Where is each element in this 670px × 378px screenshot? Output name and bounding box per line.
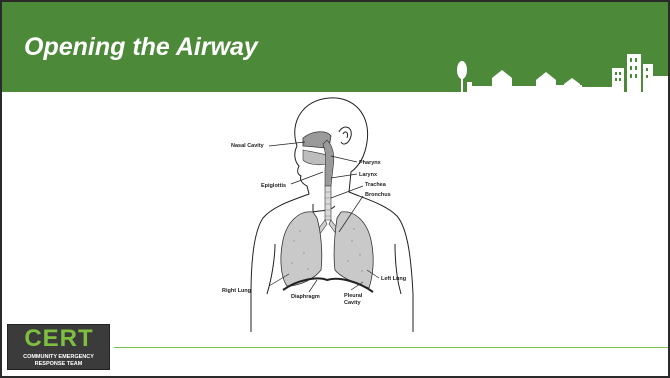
city-skyline-icon (454, 48, 668, 92)
trachea (325, 186, 331, 220)
label-left-lung: Left Lung (381, 276, 406, 282)
svg-text:*: * (359, 254, 361, 260)
label-pleural-cavity-line1: Pleural (344, 293, 363, 299)
logo-tagline-line2: RESPONSE TEAM (8, 361, 109, 367)
label-pleural-cavity-line2: Cavity (344, 300, 361, 306)
svg-text:*: * (353, 228, 355, 234)
slide-title: Opening the Airway (24, 33, 258, 62)
label-trachea: Trachea (365, 182, 387, 188)
label-right-lung: Right Lung (222, 288, 251, 294)
svg-text:*: * (293, 240, 295, 246)
svg-text:*: * (299, 230, 301, 236)
title-bar: Opening the Airway (2, 2, 668, 92)
label-epiglottis: Epiglottis (261, 183, 286, 189)
svg-text:*: * (303, 252, 305, 258)
respiratory-system-diagram: ***** ***** Nasal Cavity Pharynx Larynx … (217, 94, 437, 334)
svg-text:*: * (361, 270, 363, 276)
label-bronchus: Bronchus (365, 192, 391, 198)
logo-wordmark: CERT (12, 326, 106, 352)
svg-text:*: * (347, 260, 349, 266)
svg-text:*: * (351, 240, 353, 246)
label-pharynx: Pharynx (359, 160, 382, 166)
label-nasal-cavity: Nasal Cavity (231, 143, 265, 149)
footer-divider (114, 347, 668, 348)
svg-text:*: * (291, 262, 293, 268)
svg-text:*: * (307, 268, 309, 274)
left-lung (334, 212, 373, 288)
label-diaphragm: Diaphragm (291, 294, 320, 300)
logo-tagline-line1: COMMUNITY EMERGENCY (8, 354, 109, 360)
label-larynx: Larynx (359, 172, 378, 178)
cert-logo: CERT COMMUNITY EMERGENCY RESPONSE TEAM (7, 324, 110, 370)
